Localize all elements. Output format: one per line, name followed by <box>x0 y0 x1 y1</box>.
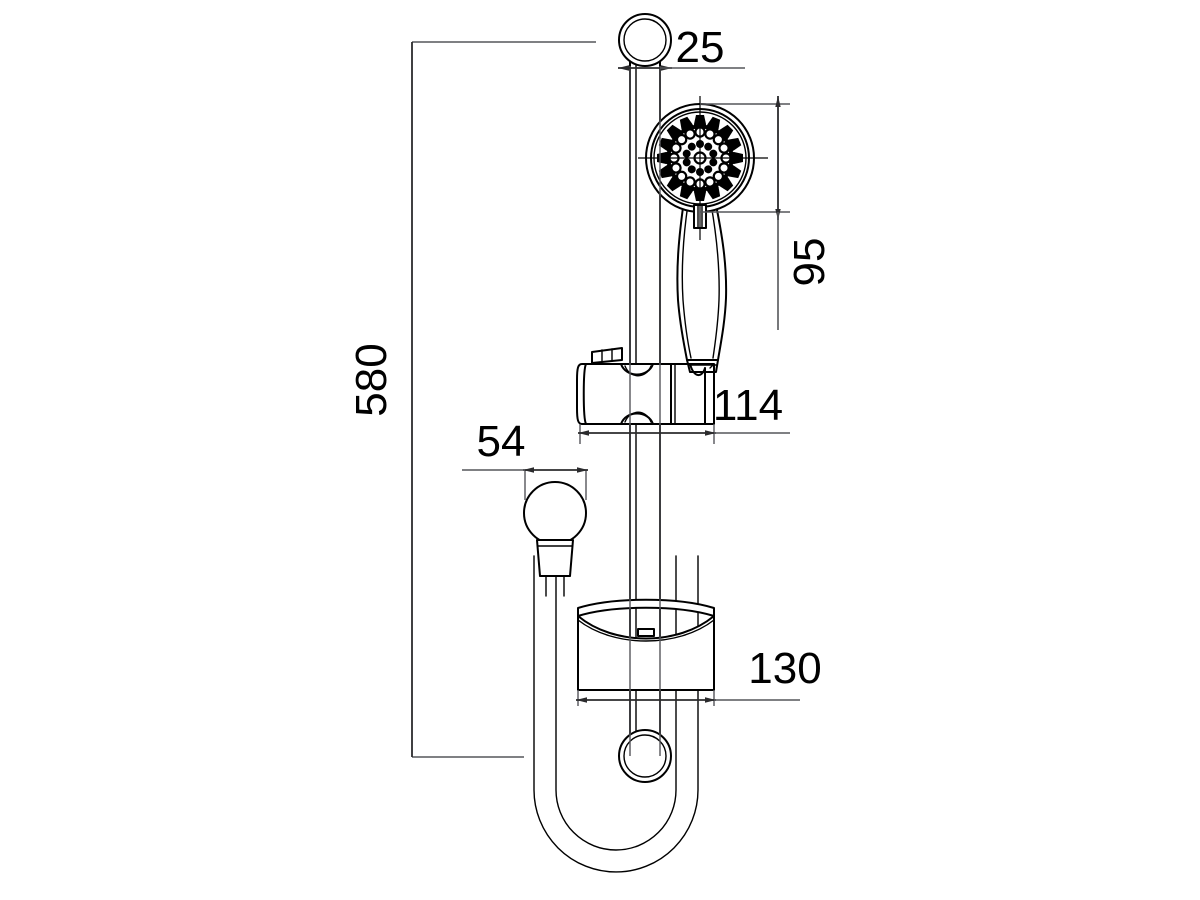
shower-hose <box>533 555 699 873</box>
wall-elbow <box>523 481 587 597</box>
dimension-overall-length: 580 <box>347 41 596 758</box>
top-bracket <box>618 13 672 67</box>
dimension-head-diameter: 95 <box>700 96 834 330</box>
dimension-holder-projection: 114 <box>578 381 790 444</box>
dimension-label-95: 95 <box>785 238 834 287</box>
shower-head <box>638 96 768 240</box>
dimension-label-130: 130 <box>748 644 821 693</box>
sliding-holder <box>576 347 715 425</box>
dimension-label-54: 54 <box>477 417 526 466</box>
bottom-bracket <box>618 729 672 783</box>
soap-dish <box>577 598 715 691</box>
handset-handle <box>676 199 728 373</box>
dimension-soap-dish-width: 130 <box>576 644 822 706</box>
dimension-label-25: 25 <box>676 23 725 72</box>
dimension-label-580: 580 <box>347 343 396 416</box>
dimension-wall-elbow-diameter: 54 <box>462 417 588 500</box>
dimension-label-114: 114 <box>713 381 783 430</box>
shower-nozzles-inner <box>682 140 718 176</box>
dimension-rail-diameter: 25 <box>618 23 745 756</box>
